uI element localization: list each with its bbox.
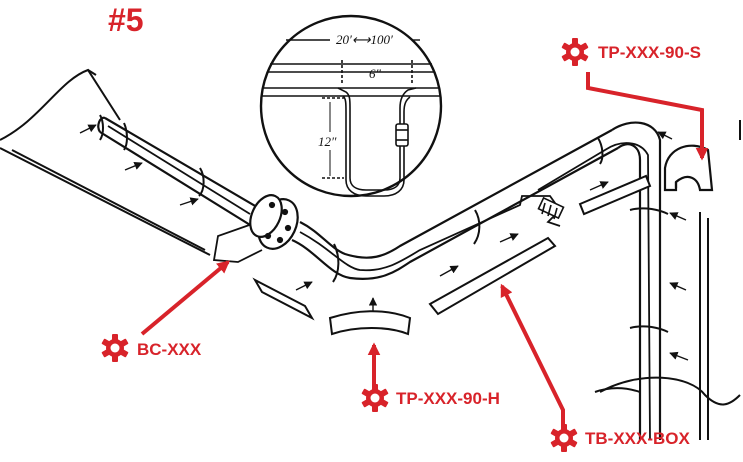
tp-s-label: TP-XXX-90-S — [598, 43, 701, 62]
width-dimension: 6″ — [369, 66, 382, 81]
tp-h-label: TP-XXX-90-H — [396, 389, 500, 408]
splice-connector — [537, 196, 565, 220]
detail-inset: 20′⟷100′ 6″ 12″ — [259, 14, 443, 198]
left-insulation-panel — [0, 68, 211, 256]
pipe-straps — [99, 114, 669, 333]
gear-icon — [561, 38, 589, 66]
diagram-number: #5 — [108, 2, 144, 38]
direction-arrows — [79, 124, 689, 361]
gear-icon — [361, 384, 389, 412]
bc-label: BC-XXX — [137, 340, 202, 359]
gear-icon — [101, 334, 129, 362]
insulation-segments — [252, 174, 652, 394]
span-dimension: 20′⟷100′ — [336, 32, 393, 47]
pipe-flange — [249, 194, 299, 250]
right-wall-panel — [599, 120, 741, 440]
gear-icon — [550, 424, 578, 452]
heat-trace-cable — [107, 125, 651, 441]
tb-box-label: TB-XXX-BOX — [585, 429, 690, 448]
elbow-cover — [663, 144, 714, 192]
height-dimension: 12″ — [318, 134, 337, 149]
